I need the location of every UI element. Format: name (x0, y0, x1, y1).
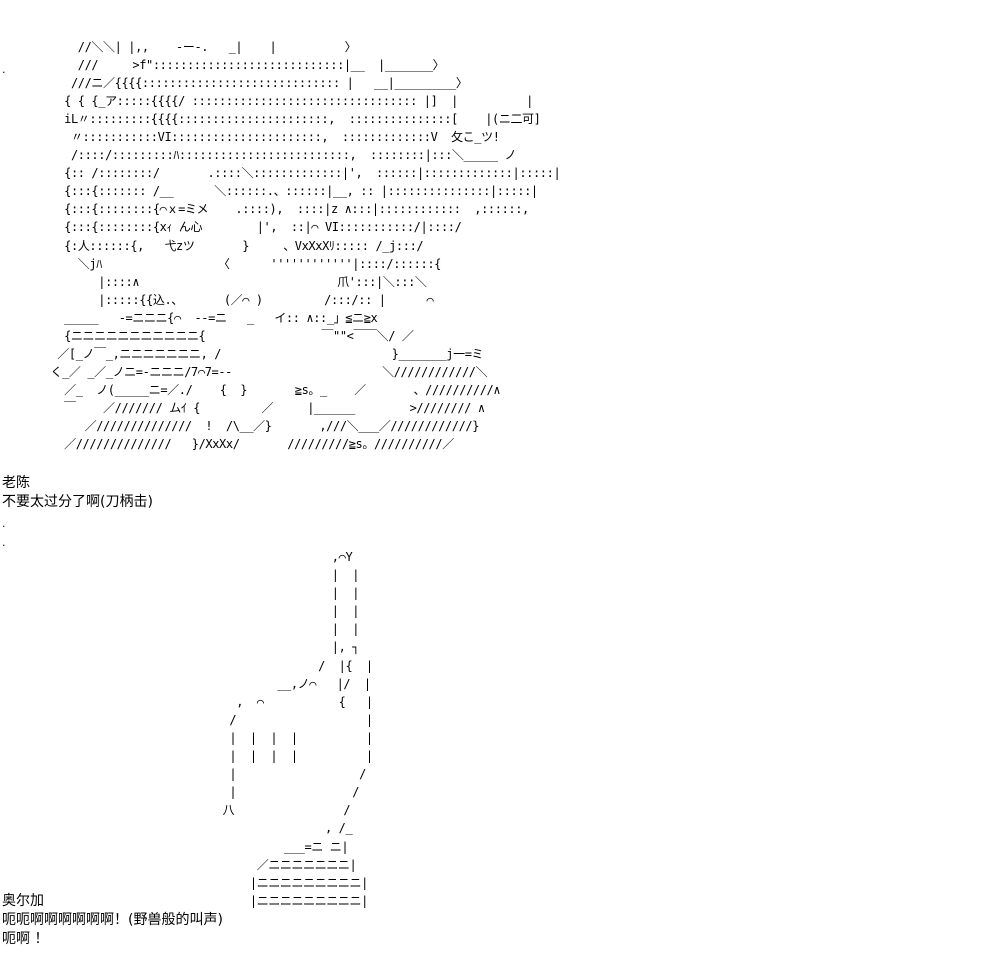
dialogue-line: 呃呃啊啊啊啊啊啊！(野兽般的叫声) (2, 912, 223, 928)
dialogue-line: 不要太过分了啊(刀柄击) (2, 494, 153, 510)
dot-marker-top: . (2, 63, 6, 76)
dot-marker-middle: . (2, 536, 6, 549)
ascii-art-hand: ,⌒Y | | | | | | | | |, ┐ / |{ | __,ノ (222, 550, 374, 908)
dialogue-line: 呃啊 ！ (2, 931, 49, 947)
dot-marker-middle: . (2, 517, 6, 530)
speaker-name: 奥尔加 (2, 893, 44, 909)
ascii-art-character: //＼＼| |,, ‐ー-. _| | 〉 /// >f":::::::::::… (50, 40, 561, 452)
speaker-name: 老陈 (2, 475, 30, 491)
